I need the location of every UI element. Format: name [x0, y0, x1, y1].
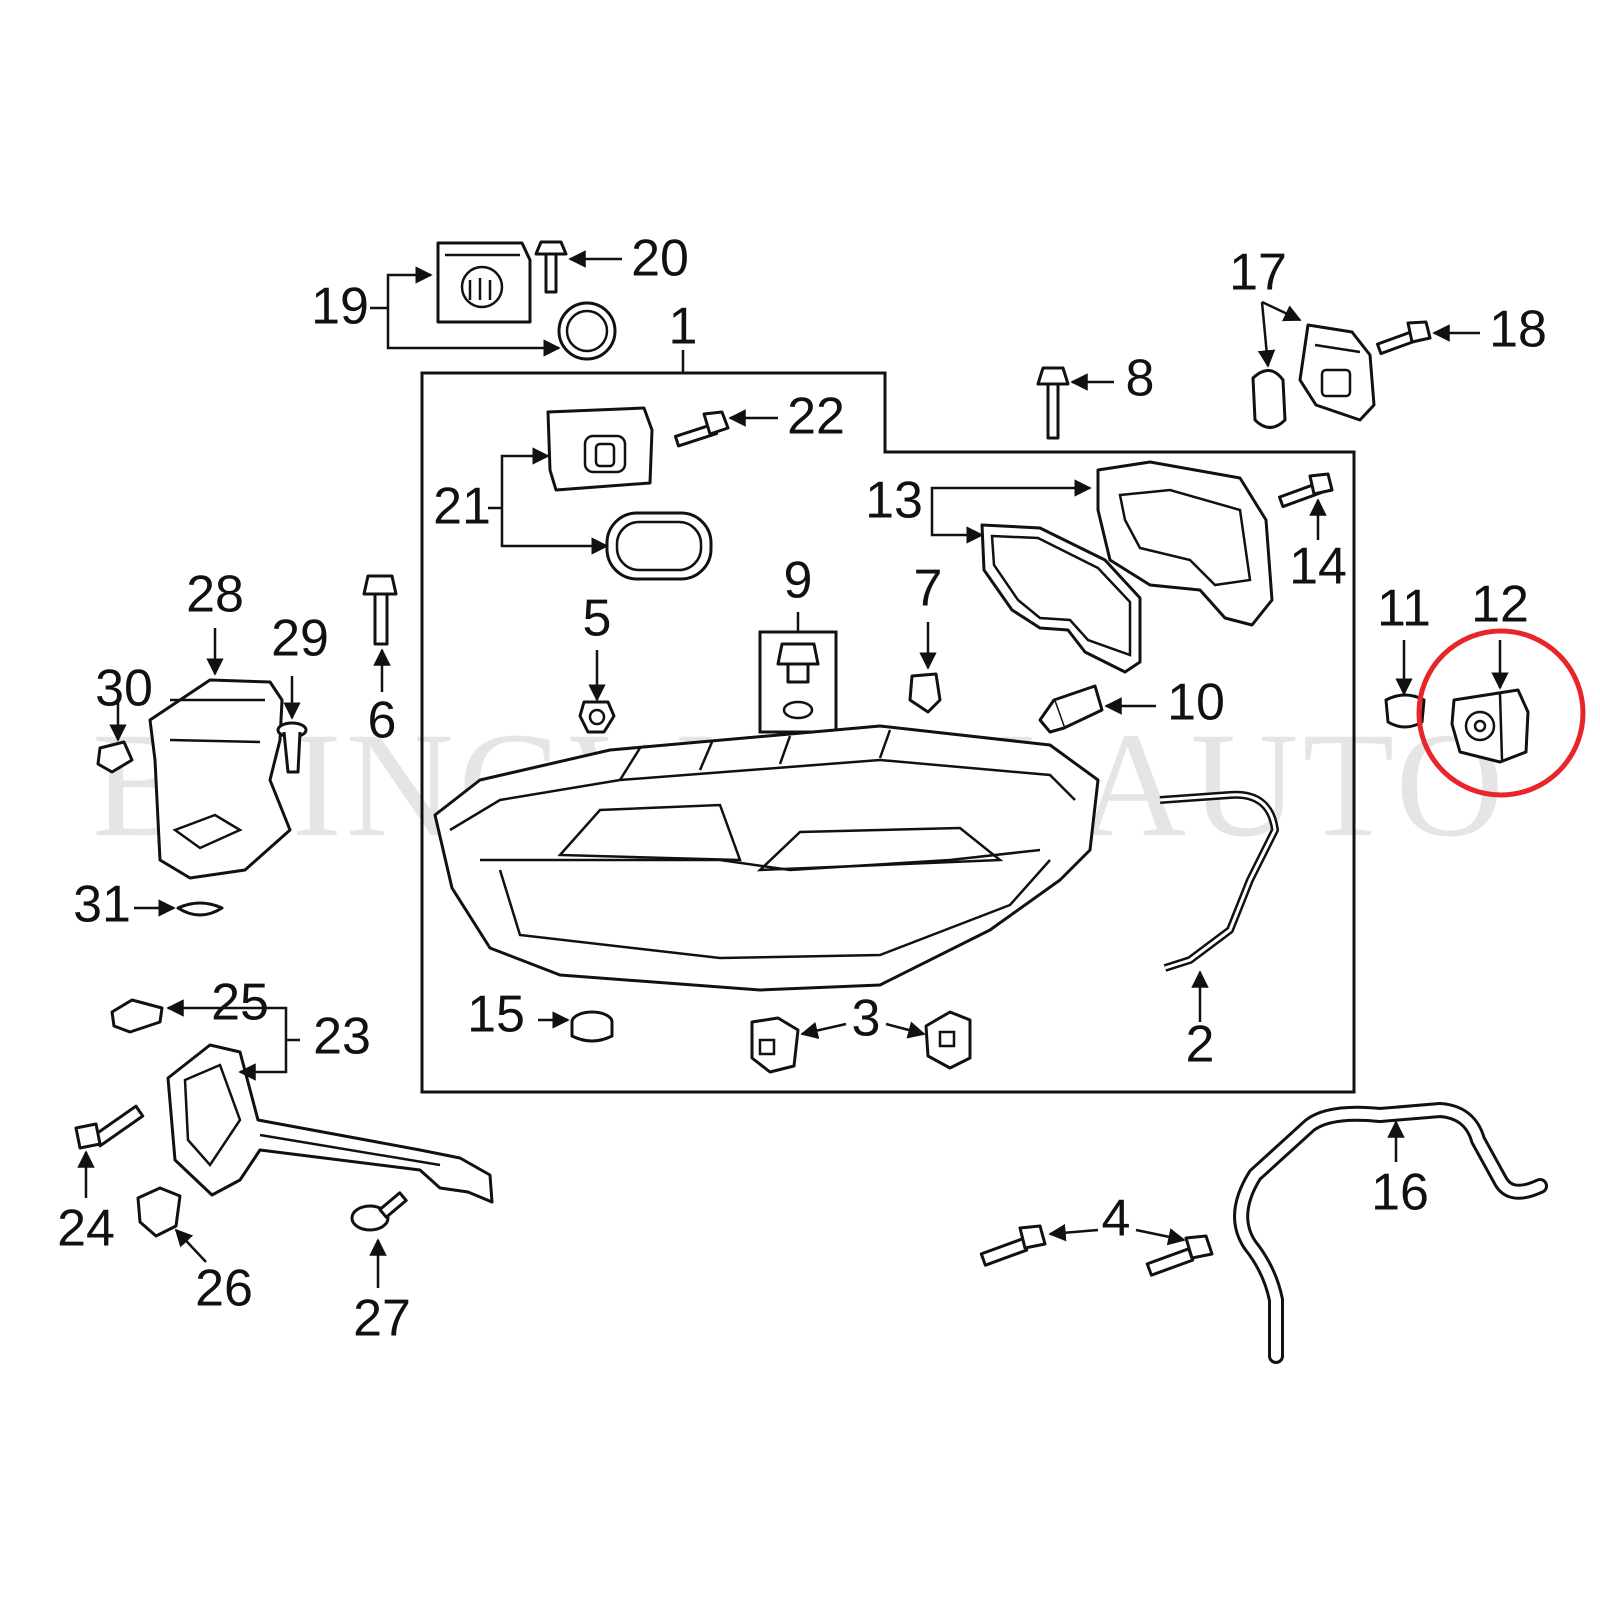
leader-17a	[1261, 300, 1302, 322]
part-10-bulb	[1038, 684, 1104, 734]
callout-31: 31	[73, 876, 131, 934]
callout-11: 11	[1377, 580, 1431, 638]
callout-17: 17	[1229, 244, 1287, 302]
part-20-bolt	[534, 240, 568, 294]
part-9-plug	[776, 642, 820, 720]
callout-22: 22	[787, 388, 845, 446]
leader-13b	[930, 502, 984, 544]
callout-6: 6	[368, 692, 397, 750]
callout-14: 14	[1289, 538, 1347, 596]
callout-1: 1	[669, 298, 698, 356]
part-1-headlight	[433, 724, 1100, 992]
part-15-grommet	[570, 1010, 614, 1043]
part-28-shield	[148, 678, 292, 880]
part-17-gasket	[1251, 369, 1287, 429]
part-8-bolt	[1036, 366, 1070, 440]
callout-8: 8	[1126, 350, 1155, 408]
leader-17b	[1257, 301, 1276, 368]
callout-18: 18	[1489, 301, 1547, 359]
part-31-washer	[176, 901, 224, 917]
part-12-bracket	[1450, 688, 1530, 764]
callout-26: 26	[195, 1260, 253, 1318]
part-5-nut	[578, 700, 616, 734]
part-22-bolt	[673, 410, 730, 448]
callout-4: 4	[1102, 1190, 1131, 1248]
callout-25: 25	[211, 974, 269, 1032]
callout-21: 21	[433, 478, 491, 536]
leader-4b	[1135, 1228, 1186, 1246]
callout-23: 23	[313, 1008, 371, 1066]
leader-21b	[500, 508, 609, 555]
callout-28: 28	[186, 566, 244, 624]
part-7-clip	[908, 672, 942, 714]
part-18-bolt	[1375, 320, 1432, 356]
part-14-bolt	[1277, 472, 1334, 509]
callout-2: 2	[1186, 1016, 1215, 1074]
part-13-housing-back	[1096, 460, 1274, 627]
leader-25	[166, 999, 288, 1040]
leader-19a	[386, 266, 433, 308]
callout-19: 19	[311, 278, 369, 336]
part-21-gasket	[605, 511, 713, 581]
assembly-frame	[420, 371, 1356, 1094]
highlight-circle	[1416, 628, 1586, 798]
leader-13a	[930, 479, 1092, 502]
part-26-clip	[136, 1186, 182, 1238]
part-6-bolt	[362, 574, 398, 646]
callout-13: 13	[865, 472, 923, 530]
callout-29: 29	[271, 610, 329, 668]
part-25-clip	[110, 998, 164, 1034]
callout-10: 10	[1167, 674, 1225, 732]
callout-20: 20	[631, 230, 689, 288]
part-19-module	[436, 241, 532, 324]
part-4-bolt-left	[979, 1224, 1047, 1267]
part-29-pin	[276, 721, 308, 774]
part-19-seal	[557, 301, 617, 361]
part-13-gasket	[980, 523, 1142, 674]
part-27-screw	[350, 1191, 408, 1232]
leader-3b	[885, 1021, 926, 1039]
callout-15: 15	[467, 986, 525, 1044]
callout-24: 24	[57, 1200, 115, 1258]
callout-30: 30	[95, 660, 153, 718]
part-17-cover	[1298, 323, 1376, 422]
callout-16: 16	[1371, 1164, 1429, 1222]
callout-5: 5	[583, 590, 612, 648]
leader-23a	[238, 1040, 288, 1081]
part-24-bolt	[74, 1104, 145, 1150]
callout-3: 3	[852, 990, 881, 1048]
leader-4a	[1048, 1223, 1099, 1242]
part-3-bracket-right	[924, 1010, 972, 1070]
part-3-bracket-left	[750, 1016, 800, 1074]
part-21-module	[546, 406, 654, 492]
callout-9: 9	[784, 552, 813, 610]
leader-3a	[800, 1021, 847, 1040]
callout-27: 27	[353, 1290, 411, 1348]
callout-12: 12	[1471, 576, 1529, 634]
leader-26	[174, 1228, 207, 1263]
part-23-bracket	[166, 1043, 494, 1204]
leader-19b	[386, 308, 561, 357]
part-4-bolt-right	[1145, 1234, 1214, 1277]
leader-21a	[500, 447, 550, 508]
callout-7: 7	[914, 560, 943, 618]
part-30-clip	[96, 740, 134, 774]
